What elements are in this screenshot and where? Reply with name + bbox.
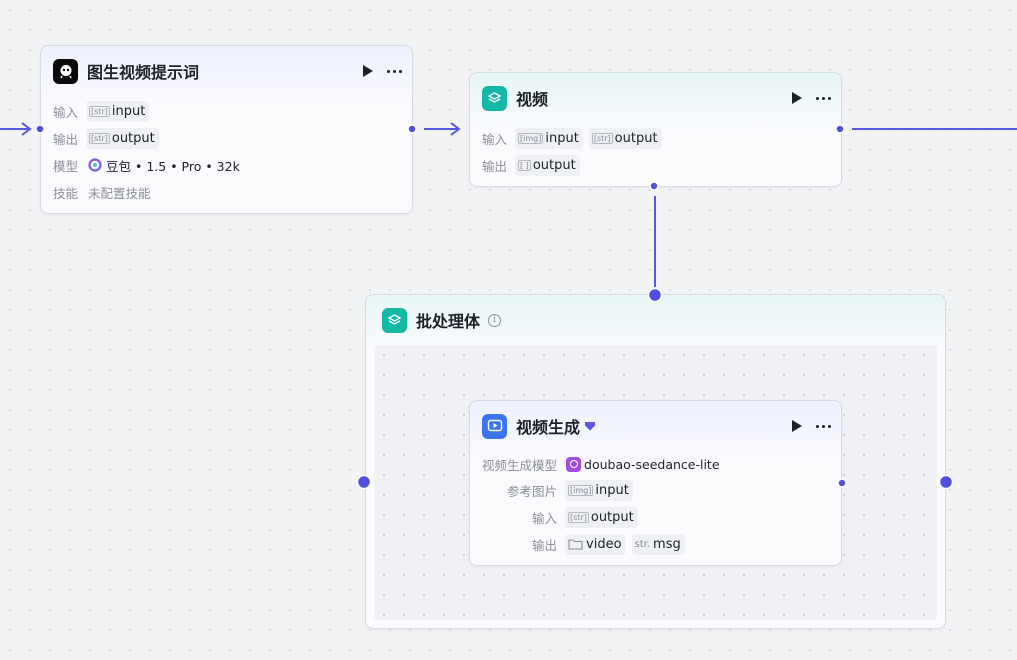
node-batch-title: 批处理体 [416, 312, 481, 331]
info-icon[interactable]: i [488, 313, 502, 327]
node-gen-title: 视频生成 [516, 418, 581, 437]
play-icon[interactable] [792, 420, 802, 432]
node-prompt-title: 图生视频提示词 [87, 63, 200, 82]
field-label: 输入 [53, 104, 79, 120]
variable-chip[interactable]: str.msg [631, 533, 685, 555]
seedance-icon [566, 456, 582, 472]
port-batch-in [356, 474, 372, 490]
more-icon[interactable] [816, 96, 831, 100]
field-label: 输出 [482, 158, 508, 174]
node-batch-header: 批处理体 i [382, 307, 935, 333]
gen-model-row: 视频生成模型 doubao-seedance-lite [482, 453, 720, 475]
prompt-skill-row: 技能 未配置技能 [53, 181, 151, 203]
port-batch-top [647, 287, 663, 303]
variable-chip[interactable]: video [565, 533, 626, 555]
prompt-model-row: 模型 豆包 • 1.5 • Pro • 32k [53, 154, 240, 176]
video-play-icon [482, 413, 507, 439]
video-output-row: 输出 [ ]output [482, 154, 580, 176]
prompt-input-row: 输入 [str]input [53, 100, 150, 122]
more-icon[interactable] [387, 69, 402, 73]
port-gen-out [837, 478, 847, 488]
field-label: 输入 [532, 510, 558, 526]
field-label: 参考图片 [507, 483, 558, 499]
port-video-out [835, 124, 845, 134]
model-name: 豆包 • 1.5 • Pro • 32k [106, 158, 240, 174]
port-video-bottom [649, 181, 659, 191]
variable-chip[interactable]: [str]output [565, 506, 638, 528]
variable-chip[interactable]: [str]output [86, 127, 159, 149]
layers-icon [482, 85, 507, 111]
play-icon[interactable] [363, 65, 373, 77]
gen-ref-row: 参考图片 [img]input [507, 479, 633, 501]
variable-chip[interactable]: [img]input [565, 479, 633, 501]
port-prompt-out [407, 124, 417, 134]
type-tag: [ ] [518, 159, 531, 171]
node-video-header: 视频 [482, 85, 831, 111]
variable-chip[interactable]: [img]input [515, 127, 583, 149]
field-label: 输出 [532, 537, 558, 553]
layers-icon [382, 307, 407, 333]
prompt-output-row: 输出 [str]output [53, 127, 159, 149]
folder-icon [568, 539, 583, 550]
type-tag: [str] [89, 132, 110, 144]
robot-icon [53, 58, 78, 84]
type-tag: [str] [89, 105, 110, 117]
vip-badge-icon [585, 421, 596, 431]
skill-value: 未配置技能 [88, 185, 151, 201]
type-tag: [img] [568, 484, 594, 496]
model-name: doubao-seedance-lite [584, 456, 720, 472]
node-gen-header: 视频生成 [482, 413, 831, 439]
type-tag: [str] [591, 132, 613, 144]
field-label: 输出 [53, 131, 79, 147]
variable-chip[interactable]: [str]input [86, 100, 150, 122]
field-label: 输入 [482, 131, 508, 147]
play-icon[interactable] [792, 92, 802, 104]
node-prompt[interactable]: 图生视频提示词 输入 [str]input 输出 [str]output 模型 … [40, 45, 413, 214]
field-label: 模型 [53, 158, 79, 174]
gen-input-row: 输入 [str]output [532, 506, 638, 528]
node-video-title: 视频 [516, 90, 549, 109]
variable-chip[interactable]: [str]output [588, 127, 662, 149]
type-tag: str. [634, 538, 651, 550]
gen-output-row: 输出 video str.msg [532, 533, 685, 555]
arrow-video-in [450, 122, 461, 136]
video-input-row: 输入 [img]input [str]output [482, 127, 662, 149]
port-batch-out [938, 474, 954, 490]
type-tag: [str] [568, 511, 589, 523]
node-video[interactable]: 视频 输入 [img]input [str]output 输出 [ ]outpu… [469, 72, 842, 187]
node-prompt-header: 图生视频提示词 [53, 58, 402, 84]
arrow-incoming [21, 122, 32, 136]
field-label: 视频生成模型 [482, 457, 558, 473]
variable-chip[interactable]: [ ]output [515, 154, 580, 176]
type-tag: [img] [518, 132, 544, 144]
port-prompt-in [35, 124, 45, 134]
more-icon[interactable] [816, 424, 831, 428]
field-label: 技能 [53, 185, 79, 201]
doubao-icon [88, 158, 102, 172]
